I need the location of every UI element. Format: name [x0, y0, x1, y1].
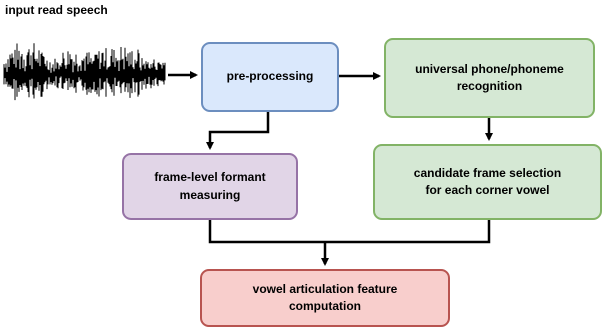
- edge-formant-to-merge: [208, 220, 325, 244]
- phone-recognition-node: universal phone/phoneme recognition: [384, 38, 595, 118]
- frame-selection-node: candidate frame selection for each corne…: [373, 144, 602, 220]
- edge-preprocessing-to-formant: [206, 112, 270, 150]
- formant-measuring-label: frame-level formant measuring: [154, 170, 266, 202]
- edge-selection-to-merge: [325, 220, 491, 244]
- phone-recognition-label: universal phone/phoneme recognition: [415, 61, 564, 93]
- speech-waveform-icon: [3, 43, 166, 101]
- preprocessing-label: pre-processing: [226, 69, 314, 84]
- frame-selection-label: candidate frame selection for each corne…: [413, 165, 562, 197]
- preprocessing-node: pre-processing: [201, 42, 339, 112]
- feature-computation-label: vowel articulation feature computation: [252, 281, 398, 313]
- formant-measuring-node: frame-level formant measuring: [122, 153, 298, 220]
- feature-computation-node: vowel articulation feature computation: [200, 269, 450, 327]
- input-label: input read speech: [5, 3, 108, 17]
- waveform-strokes: [3, 43, 166, 101]
